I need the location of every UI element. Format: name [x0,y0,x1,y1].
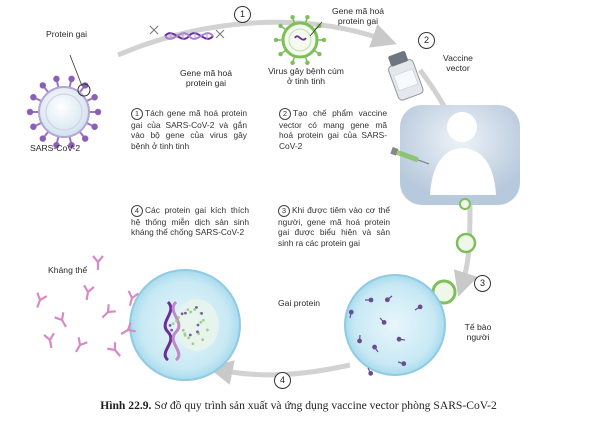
human-silhouette-icon [400,105,520,205]
sars-cov-2-label: SARS-CoV-2 [30,143,81,153]
spike-highlight-circle [77,83,91,97]
step-badge-2: 2 [418,32,435,49]
leader-line [309,21,323,37]
sars-cov-2-virus-icon [26,75,102,149]
vaccine-vial-icon [388,51,424,101]
leader-line [69,54,83,87]
syringe-icon [390,147,430,165]
human-cell-icon [344,274,446,376]
immune-cell-icon [129,269,241,381]
antibody-icon [36,255,140,357]
chimp-virus-icon [273,14,327,66]
figure-caption: Hình 22.9. Sơ đồ quy trình sản xuất và ứ… [100,399,497,412]
spike-protein-label: Protein gai [46,29,88,39]
antibody-label: Kháng thể [48,265,88,275]
gai-protein-label: Gai protein [278,298,321,308]
dna-strand-icon [164,32,214,40]
step-badge-4: 4 [274,372,291,389]
scissors-icon [149,25,225,39]
step-badge-1: 1 [234,6,251,23]
step-badge-3: 3 [474,275,491,292]
